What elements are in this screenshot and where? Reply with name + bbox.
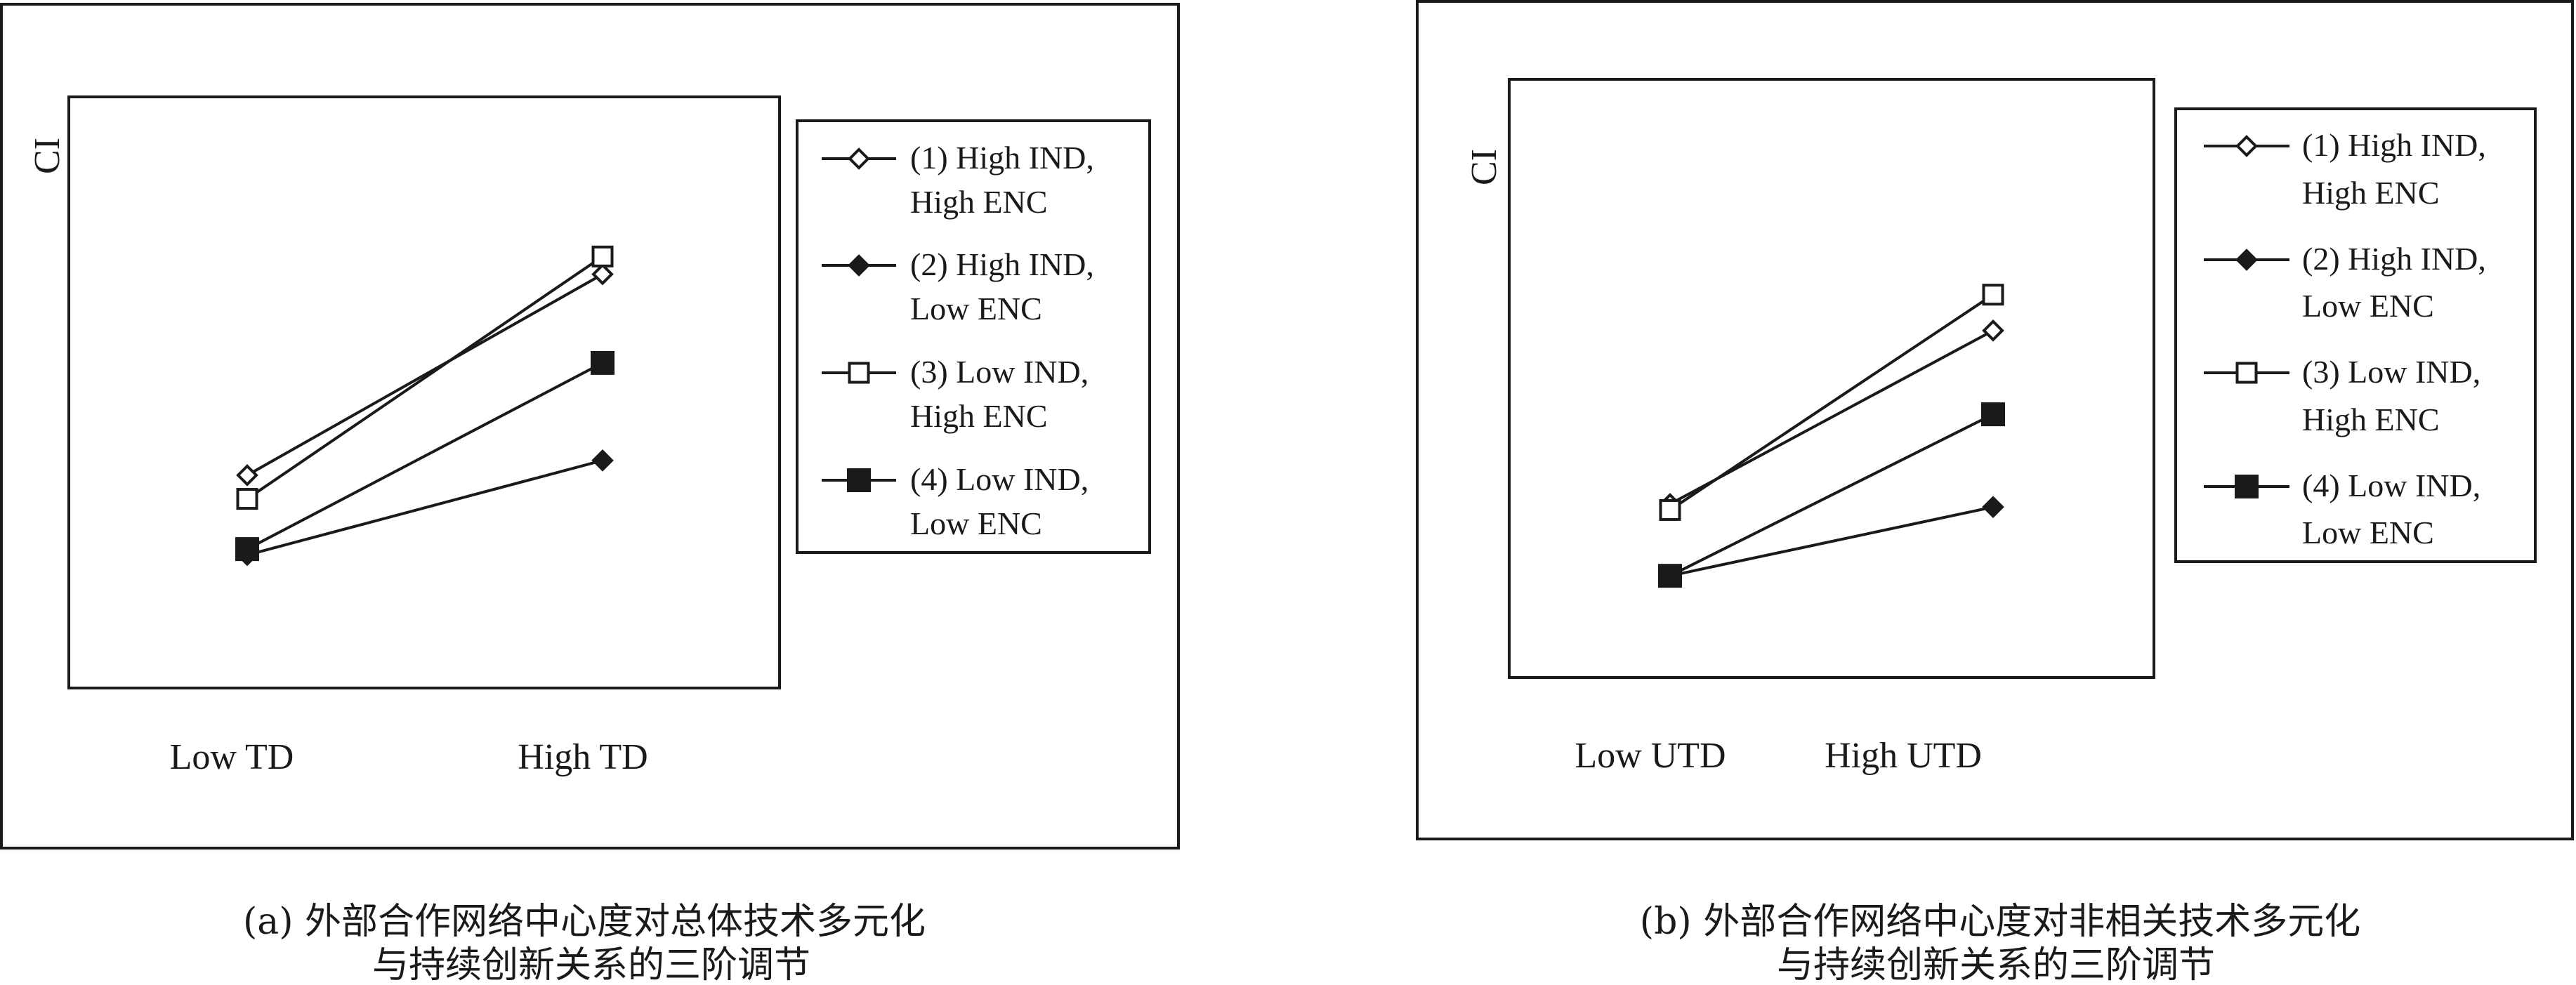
panel-a-series-3-point-1 bbox=[236, 488, 258, 510]
panel-b-caption-line2: 与持续创新关系的三阶调节 bbox=[1777, 944, 2215, 985]
panel-a-legend-entry-4-line2: Low ENC bbox=[910, 505, 1042, 541]
panel-a-legend-entry-1-line2: High ENC bbox=[910, 184, 1048, 220]
panel-b-legend-key-2-marker bbox=[2235, 249, 2258, 271]
panel-a-legend-entry-3-line1: (3) Low IND, bbox=[910, 354, 1089, 390]
panel-a-series-3-line bbox=[246, 255, 604, 501]
panel-b-legend-entry-2-line1: (2) High IND, bbox=[2302, 241, 2486, 277]
panel-a-legend-box bbox=[796, 119, 1151, 554]
panel-b-legend-key-1-marker bbox=[2235, 135, 2258, 157]
panel-b-series-3-line bbox=[1669, 293, 1995, 512]
panel-a-caption-line1: (a) 外部合作网络中心度对总体技术多元化 bbox=[243, 901, 926, 943]
panel-b-legend-entry-1-line1: (1) High IND, bbox=[2302, 127, 2486, 163]
panel-b-legend-entry-4-line1: (4) Low IND, bbox=[2302, 468, 2480, 503]
panel-b-series-2-line bbox=[1669, 505, 1994, 578]
panel-b-series-4-point-2 bbox=[1981, 402, 2005, 427]
panel-b-legend-entry-3-line2: High ENC bbox=[2302, 402, 2440, 437]
panel-b-outer-frame bbox=[1416, 0, 2574, 840]
panel-a-legend-keys bbox=[822, 147, 896, 492]
panel-b-series-3-point-2 bbox=[1982, 284, 2004, 306]
panel-a-legend-key-3-marker bbox=[848, 362, 870, 384]
panel-b-legend-key-4-marker bbox=[2235, 475, 2259, 498]
panel-a-legend-entry-2-line1: (2) High IND, bbox=[910, 246, 1094, 282]
chart-panel-b: CI Low UTD High UTD (1) High IND, High E… bbox=[1416, 0, 2574, 985]
panel-b-legend-box bbox=[2174, 107, 2537, 563]
panel-a-x-tick-low: Low TD bbox=[170, 737, 294, 777]
panel-b-series-3-point-1 bbox=[1659, 498, 1681, 521]
panel-a-series-markers bbox=[235, 245, 615, 567]
panel-a-series-4-line bbox=[247, 362, 603, 550]
panel-a-legend-entry-3-line2: High ENC bbox=[910, 398, 1048, 434]
panel-a-legend-entry-2-line2: Low ENC bbox=[910, 291, 1042, 326]
panel-b-series-markers bbox=[1658, 284, 2005, 588]
panel-a-plot-area bbox=[67, 95, 781, 689]
panel-b-plot-area bbox=[1508, 78, 2155, 679]
panel-a-series-2-line bbox=[247, 458, 603, 557]
panel-a-y-axis-label: CI bbox=[27, 138, 67, 174]
panel-b-x-tick-low: Low UTD bbox=[1575, 736, 1726, 776]
panel-a-legend-entry-4-line1: (4) Low IND, bbox=[910, 461, 1089, 497]
panel-b-series-2-point-2 bbox=[1982, 496, 2004, 519]
panel-a-series-lines bbox=[246, 255, 604, 557]
panel-a-legend-entry-1-line1: (1) High IND, bbox=[910, 140, 1094, 176]
panel-a-series-4-point-2 bbox=[591, 350, 615, 375]
panel-b-series-1-point-2 bbox=[1982, 319, 2004, 342]
panel-b-series-4-line bbox=[1669, 413, 1994, 577]
panel-b-caption-line1: (b) 外部合作网络中心度对非相关技术多元化 bbox=[1640, 901, 2360, 943]
panel-b-series-4-point-1 bbox=[1658, 564, 1682, 588]
panel-a-x-tick-high: High TD bbox=[518, 737, 648, 777]
panel-a-outer-frame bbox=[0, 3, 1180, 850]
panel-a-series-1-point-1 bbox=[236, 464, 258, 487]
panel-a-legend-key-1-marker bbox=[848, 147, 870, 170]
panel-a-legend-key-4-marker bbox=[847, 468, 871, 492]
panel-a-legend-key-2-marker bbox=[848, 254, 870, 277]
panel-b-legend-entry-4-line2: Low ENC bbox=[2302, 515, 2434, 550]
panel-b-legend-entry-2-line2: Low ENC bbox=[2302, 288, 2434, 324]
panel-b-x-tick-high: High UTD bbox=[1825, 736, 1982, 776]
panel-b-series-lines bbox=[1669, 293, 1995, 578]
panel-a-series-3-point-2 bbox=[591, 245, 614, 267]
panel-b-legend-entry-3-line1: (3) Low IND, bbox=[2302, 354, 2480, 390]
panel-a-series-4-point-1 bbox=[235, 537, 259, 562]
panel-b-legend-keys bbox=[2204, 135, 2289, 498]
panel-b-legend-entry-1-line2: High ENC bbox=[2302, 175, 2440, 211]
panel-b-legend-key-3-marker bbox=[2235, 362, 2258, 384]
panel-a-caption-line2: 与持续创新关系的三阶调节 bbox=[372, 944, 810, 985]
chart-panel-a: CI Low TD High TD (1) High IND, High ENC… bbox=[0, 3, 1180, 985]
panel-b-y-axis-label: CI bbox=[1464, 149, 1504, 185]
panel-a-series-1-point-2 bbox=[591, 263, 614, 286]
panel-a-legend: (1) High IND, High ENC (2) High IND, Low… bbox=[796, 119, 1151, 554]
panel-a-series-1-line bbox=[247, 272, 603, 477]
panel-b-legend: (1) High IND, High ENC (2) High IND, Low… bbox=[2174, 107, 2537, 563]
panel-a-series-2-point-2 bbox=[591, 449, 614, 472]
